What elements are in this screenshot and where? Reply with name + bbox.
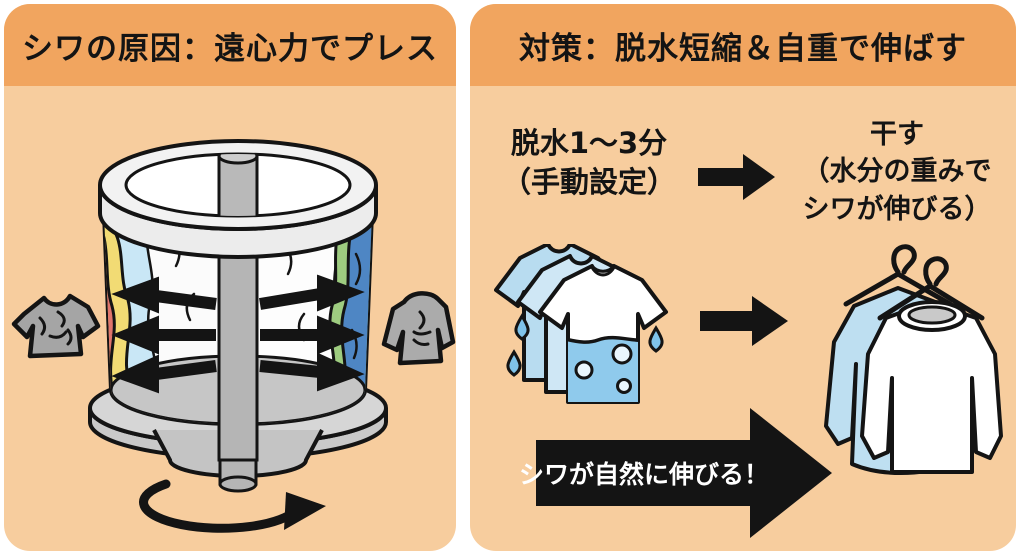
right-arrow-icon xyxy=(698,154,775,200)
rotation-arrow-icon xyxy=(139,479,326,533)
banner-arrow: シワが自然に伸びる！ xyxy=(519,404,836,550)
banner-arrow-icon xyxy=(536,408,832,538)
washing-drum-illustration xyxy=(11,139,456,533)
step2-line1: 干す xyxy=(870,119,924,150)
tshirt-collar xyxy=(590,264,616,277)
right-panel-title: 対策：脱水短縮＆自重で伸ばす xyxy=(519,30,967,67)
wet-tshirts-icon xyxy=(494,244,668,404)
hanging-shirts-icon xyxy=(824,244,1003,475)
agitator-post xyxy=(217,242,259,462)
right-panel-header: 対策：脱水短縮＆自重で伸ばす xyxy=(470,4,1016,86)
left-panel-cause: シワの原因：遠心力でプレス xyxy=(4,4,456,551)
front-hanger-wire xyxy=(877,283,985,321)
step1-line2: （手動設定） xyxy=(501,165,676,200)
outward-force-arrows-icon xyxy=(111,274,365,394)
step2-label: 干す （水分の重みで シワが伸びる） xyxy=(784,116,1010,228)
step1-line1: 脱水1〜3分 xyxy=(510,126,668,160)
wrinkled-tshirt-icon xyxy=(11,293,101,359)
front-shirt xyxy=(860,300,1003,474)
step2-line2: （水分の重みで xyxy=(802,156,992,188)
left-panel-title: シワの原因：遠心力でプレス xyxy=(22,30,438,67)
water-drop-icon xyxy=(506,313,664,377)
right-panel-countermeasure: 対策：脱水短縮＆自重で伸ばす 脱水1〜3分 （手動設定） 干す （水分の重みで … xyxy=(470,4,1016,551)
left-panel-header: シワの原因：遠心力でプレス xyxy=(4,4,456,86)
step2-line3: シワが伸びる） xyxy=(802,193,992,225)
right-arrow-icon xyxy=(700,296,788,346)
banner-label: シワが自然に伸びる！ xyxy=(519,460,770,489)
wrinkled-sweater-icon xyxy=(381,291,456,366)
agitator-post-top xyxy=(217,154,259,216)
step1-label: 脱水1〜3分 （手動設定） xyxy=(494,124,684,202)
